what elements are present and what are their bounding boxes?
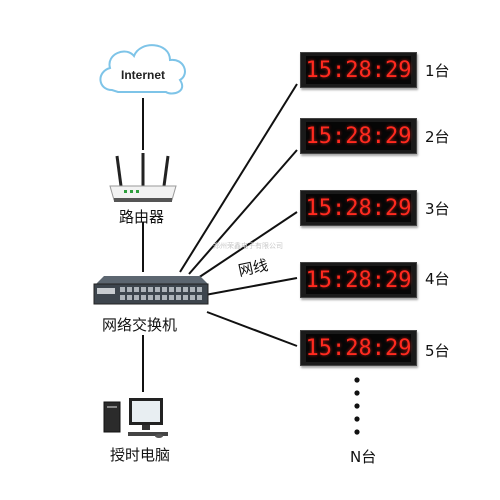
switch-icon (93, 276, 209, 305)
continuation-dot (354, 416, 360, 422)
continuation-dot (354, 390, 360, 396)
switch-port (141, 295, 146, 300)
switch-port (148, 295, 153, 300)
computer-icon (103, 398, 168, 438)
switch-port (169, 295, 174, 300)
switch-port (162, 287, 167, 292)
switch-port (148, 287, 153, 292)
switch-port (190, 295, 195, 300)
cable-to-clock-4 (204, 277, 298, 296)
switch-port (183, 295, 188, 300)
continuation-dot (354, 377, 360, 383)
clock-count-3: 3台 (425, 200, 450, 218)
switch-port (134, 287, 139, 292)
router-label: 路由器 (119, 208, 165, 226)
watermark: 郑州荣鑫电子有限公司 (213, 242, 283, 250)
switch-port (134, 295, 139, 300)
switch-port (183, 287, 188, 292)
switch-port (120, 287, 125, 292)
clock-display-2: 15:28:29 (300, 118, 417, 154)
clock-time: 15:28:29 (305, 123, 412, 149)
switch-port (176, 295, 181, 300)
switch-port (197, 287, 202, 292)
switch-port (155, 295, 160, 300)
cable-to-clock-2 (188, 149, 298, 275)
switch-port (120, 295, 125, 300)
switch-port (197, 295, 202, 300)
switch-port (169, 287, 174, 292)
continuation-dot (354, 429, 360, 435)
clock-time: 15:28:29 (305, 195, 412, 221)
router-icon (109, 153, 177, 202)
clock-display-5: 15:28:29 (300, 330, 417, 366)
cable-to-clock-1 (179, 83, 298, 273)
clock-time: 15:28:29 (305, 335, 412, 361)
clock-count-1: 1台 (425, 62, 450, 80)
switch-port (127, 287, 132, 292)
clock-count-5: 5台 (425, 342, 450, 360)
clock-time: 15:28:29 (305, 267, 412, 293)
cable-to-clock-3 (197, 211, 298, 279)
clock-time: 15:28:29 (305, 57, 412, 83)
clock-display-1: 15:28:29 (300, 52, 417, 88)
switch-port (176, 287, 181, 292)
clock-count-n: N台 (350, 448, 377, 466)
computer-label: 授时电脑 (110, 446, 171, 464)
switch-port (155, 287, 160, 292)
continuation-dot (354, 403, 360, 409)
clock-display-3: 15:28:29 (300, 190, 417, 226)
switch-port (127, 295, 132, 300)
clock-count-4: 4台 (425, 270, 450, 288)
switch-port (190, 287, 195, 292)
switch-port (162, 295, 167, 300)
switch-label: 网络交换机 (102, 316, 178, 334)
switch-port (141, 287, 146, 292)
clock-display-4: 15:28:29 (300, 262, 417, 298)
cable-to-clock-5 (206, 311, 298, 347)
clock-count-2: 2台 (425, 128, 450, 146)
cloud-label: Internet (121, 68, 165, 82)
cloud-icon (99, 44, 186, 95)
